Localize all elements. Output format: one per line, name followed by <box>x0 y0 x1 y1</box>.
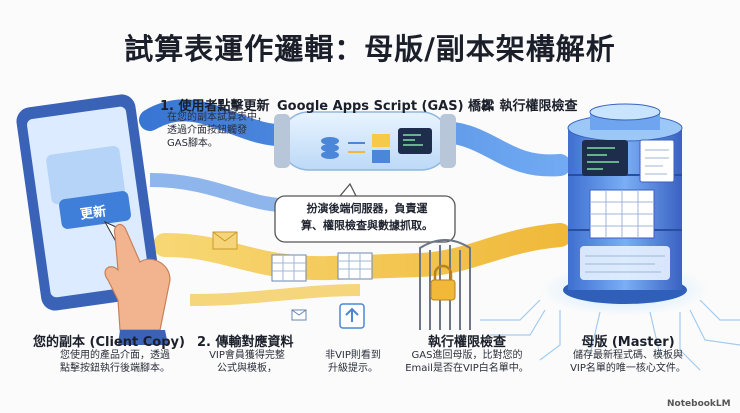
check-heading: 執行權限檢查 <box>427 335 506 350</box>
upgrade-arrow-icon <box>339 303 365 329</box>
hand-icon <box>104 223 171 345</box>
spreadsheet-icon-2 <box>337 252 373 280</box>
lock-icon <box>430 264 456 301</box>
step1-heading: 1. 使用者點擊更新 <box>160 99 270 114</box>
transfer-description: VIP會員獲得完整公式與模板， <box>209 350 285 374</box>
update-button-label: 更新 <box>79 204 108 223</box>
speech-bubble <box>274 182 456 243</box>
gas-bridge-heading: Google Apps Script (GAS) 橋樑 <box>277 99 495 114</box>
step2-top-heading: 2. 執行權限檢查 <box>481 99 578 114</box>
update-button-shape <box>59 191 131 229</box>
client-description: 您使用的產品介面，透過點擊按鈕執行後端腳本。 <box>60 350 170 374</box>
gas-bridge-tube <box>274 111 456 171</box>
envelope-icon-small <box>291 309 307 321</box>
master-server <box>563 103 687 304</box>
watermark-logo: NotebookLM <box>667 399 731 409</box>
envelope-icon <box>212 231 238 250</box>
yellow-flow-path <box>153 223 572 281</box>
spreadsheet-icon <box>271 254 307 282</box>
circuit-lines <box>480 299 740 371</box>
client-heading: 您的副本 (Client Copy) <box>33 335 185 350</box>
master-heading: 母版 (Master) <box>581 335 675 350</box>
page-title: 試算表運作邏輯：母版/副本架構解析 <box>124 32 616 66</box>
bubble-text: 扮演後端伺服器，負責運算、權限檢查與數據抓取。 <box>301 202 433 232</box>
nonvip-description: 非VIP則看到升級提示。 <box>325 350 381 374</box>
transfer-heading: 2. 傳輸對應資料 <box>197 335 294 350</box>
